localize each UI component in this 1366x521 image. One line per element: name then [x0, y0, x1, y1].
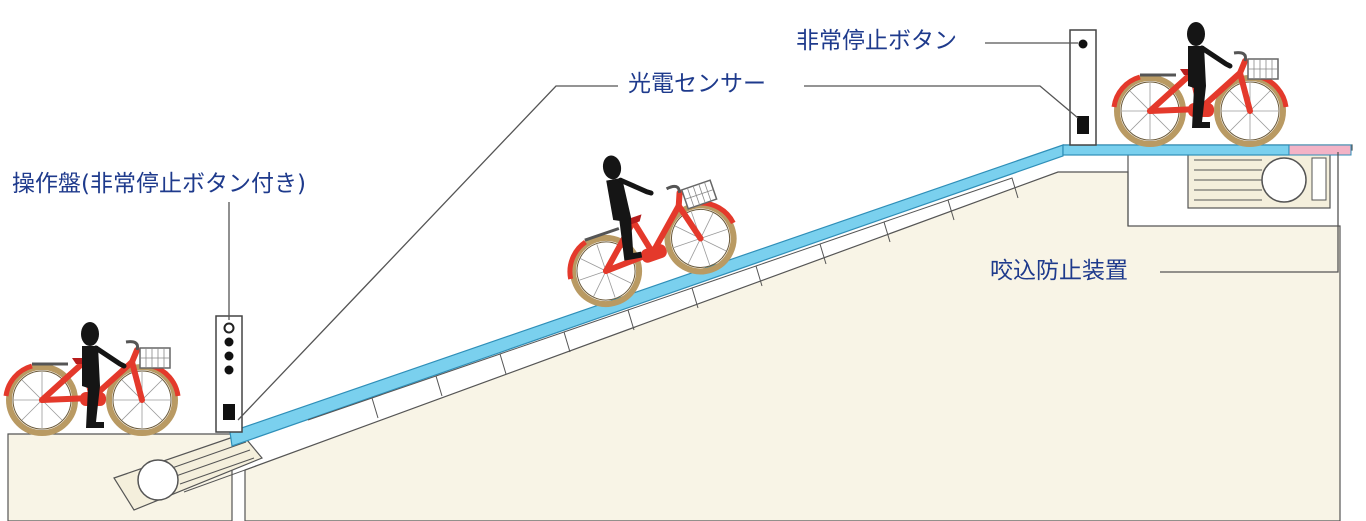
control-panel: [215, 315, 243, 433]
label-control-panel: 操作盤(非常停止ボタン付き): [12, 171, 306, 197]
stop-button-post: [1069, 29, 1097, 146]
label-photo-sensor: 光電センサー: [628, 71, 766, 97]
structure: [7, 144, 1353, 521]
label-stop-button: 非常停止ボタン: [796, 28, 957, 54]
leader-lines: [228, 42, 1339, 421]
rider-middle: [601, 150, 662, 262]
label-anti-entrapment: 咬込防止装置: [990, 258, 1128, 284]
